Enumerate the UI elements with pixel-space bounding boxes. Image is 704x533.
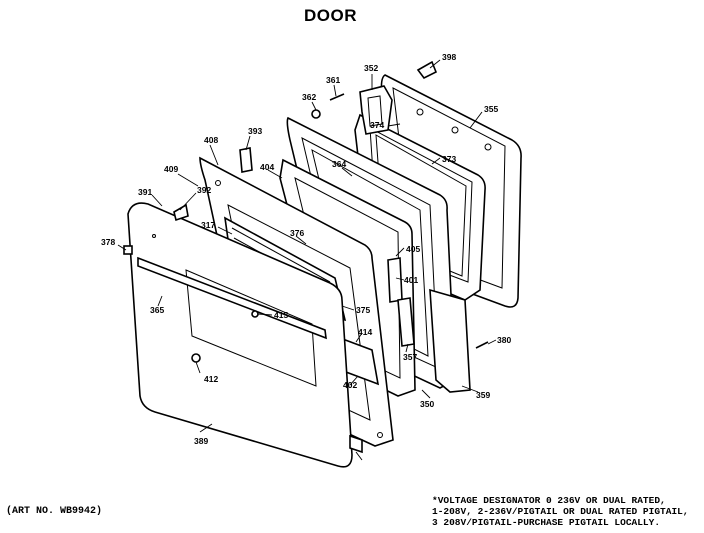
part-label: 355	[484, 104, 498, 114]
part-label: 405	[406, 244, 420, 254]
part-label: 357	[403, 352, 417, 362]
bumper-389	[349, 434, 363, 454]
screw-415b	[251, 310, 259, 318]
part-label: 365	[150, 305, 164, 315]
part-labels: 398 352 361 362 355 374 373 393 408 409 …	[101, 52, 511, 446]
clip-391	[173, 203, 189, 222]
part-label: 391	[138, 187, 152, 197]
screw-361	[329, 93, 345, 101]
hinge-393	[239, 147, 253, 173]
part-label: 401	[404, 275, 418, 285]
part-label: 361	[326, 75, 340, 85]
voltage-note-line: *VOLTAGE DESIGNATOR 0 236V OR DUAL RATED…	[432, 495, 666, 506]
part-label: 380	[497, 335, 511, 345]
art-number: (ART NO. WB9942)	[6, 506, 103, 517]
part-label: 402	[343, 380, 357, 390]
part-label: 364	[332, 159, 346, 169]
washer-362	[311, 109, 321, 119]
part-label: 398	[442, 52, 456, 62]
outer-door-face	[127, 202, 353, 468]
part-label: 412	[204, 374, 218, 384]
bracket-405	[397, 297, 415, 347]
part-label: 352	[364, 63, 378, 73]
part-label: 374	[370, 120, 384, 130]
side-trim	[429, 288, 471, 393]
hinge-bracket	[359, 85, 393, 135]
screw-398	[416, 60, 438, 80]
voltage-note-line: 1-208V, 2-236V/PIGTAIL OR DUAL RATED PIG…	[432, 506, 689, 517]
part-label: 393	[248, 126, 262, 136]
latch-402	[387, 257, 403, 303]
bumper-378	[123, 245, 133, 255]
part-label: 378	[101, 237, 115, 247]
voltage-note: *VOLTAGE DESIGNATOR 0 236V OR DUAL RATED…	[432, 495, 702, 528]
part-label: 317	[201, 220, 215, 230]
screw-357	[475, 341, 489, 349]
part-label: 414	[358, 327, 372, 337]
part-label: 362	[302, 92, 316, 102]
part-label: 373	[442, 154, 456, 164]
part-label: 404	[260, 162, 274, 172]
part-label: 376	[290, 228, 304, 238]
screw-415	[191, 353, 201, 363]
part-label: 375	[356, 305, 370, 315]
small-parts	[123, 60, 489, 454]
voltage-note-line: 3 208V/PIGTAIL-PURCHASE PIGTAIL LOCALLY.	[432, 517, 661, 528]
part-label: 409	[164, 164, 178, 174]
part-label: 350	[420, 399, 434, 409]
part-label: 359	[476, 390, 490, 400]
leader-lines	[117, 59, 497, 461]
part-label: 408	[204, 135, 218, 145]
part-label: 392	[197, 185, 211, 195]
part-label: 389	[194, 436, 208, 446]
part-label: 415	[274, 310, 288, 320]
diagram-title: DOOR	[304, 6, 357, 25]
